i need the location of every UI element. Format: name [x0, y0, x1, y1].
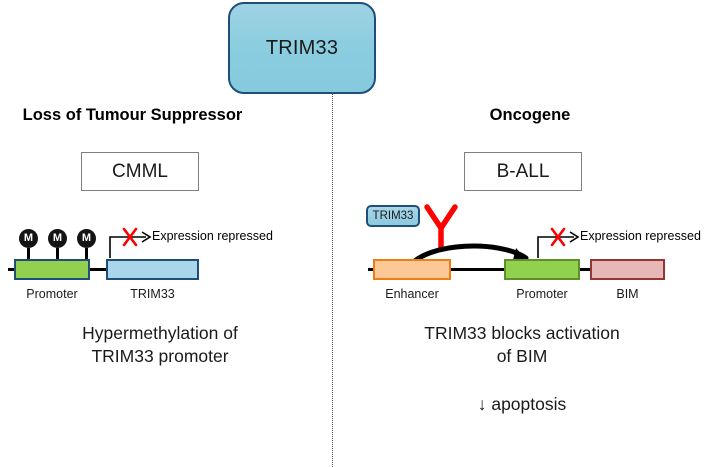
inhibition-tee-icon — [424, 204, 458, 250]
methyl-stem — [27, 248, 30, 268]
methylation-mark-3: M — [77, 229, 96, 268]
right-panel-caption: TRIM33 blocks activation of BIM — [352, 322, 692, 368]
methyl-stem — [85, 248, 88, 268]
gene-caption-promoter-left: Promoter — [26, 287, 78, 301]
repression-arrow-icon — [537, 227, 580, 258]
trim33-central-node: TRIM33 — [228, 2, 376, 94]
left-caption-line-2: TRIM33 promoter — [91, 346, 229, 367]
left-expression-repressed-label: Expression repressed — [152, 229, 273, 243]
left-panel-caption: Hypermethylation of TRIM33 promoter — [0, 322, 320, 368]
methyl-head-icon: M — [19, 229, 38, 248]
left-expression-repressed-annotation — [106, 225, 154, 259]
methylation-mark-2: M — [48, 229, 67, 268]
gene-feature-trim33 — [106, 259, 199, 280]
disease-box-ball-label: B-ALL — [496, 160, 550, 182]
disease-box-cmml-label: CMML — [112, 160, 168, 182]
gene-feature-bim — [590, 259, 665, 280]
right-panel-heading: Oncogene — [489, 106, 571, 124]
gene-caption-promoter-right: Promoter — [516, 287, 568, 301]
trim33-central-node-label: TRIM33 — [265, 36, 339, 59]
right-expression-repressed-annotation — [534, 225, 582, 259]
trim33-protein-chip: TRIM33 — [366, 205, 420, 227]
apoptosis-statement: ↓ apoptosis — [477, 394, 567, 414]
right-caption-line-2: of BIM — [496, 346, 548, 367]
gene-caption-trim33: TRIM33 — [130, 287, 175, 301]
gene-caption-enhancer: Enhancer — [385, 287, 439, 301]
left-caption-line-1: Hypermethylation of — [82, 323, 238, 343]
right-expression-repressed-label: Expression repressed — [580, 229, 701, 243]
repression-arrow-icon — [109, 227, 152, 258]
gene-feature-promoter-right — [504, 259, 580, 280]
inhibition-marker — [424, 204, 460, 250]
methyl-head-icon: M — [48, 229, 67, 248]
left-panel-heading: Loss of Tumour Suppressor — [22, 106, 243, 124]
gene-caption-bim: BIM — [616, 287, 639, 301]
methyl-stem — [56, 248, 59, 268]
gene-feature-promoter-left — [14, 259, 90, 280]
methylation-mark-1: M — [19, 229, 38, 268]
methyl-head-icon: M — [77, 229, 96, 248]
panel-divider — [332, 93, 333, 467]
disease-box-cmml: CMML — [81, 152, 199, 191]
disease-box-ball: B-ALL — [464, 152, 582, 191]
gene-feature-enhancer — [373, 259, 451, 280]
right-caption-line-1: TRIM33 blocks activation — [424, 323, 620, 343]
trim33-protein-chip-label: TRIM33 — [372, 210, 414, 222]
left-dna-backbone — [8, 268, 198, 271]
